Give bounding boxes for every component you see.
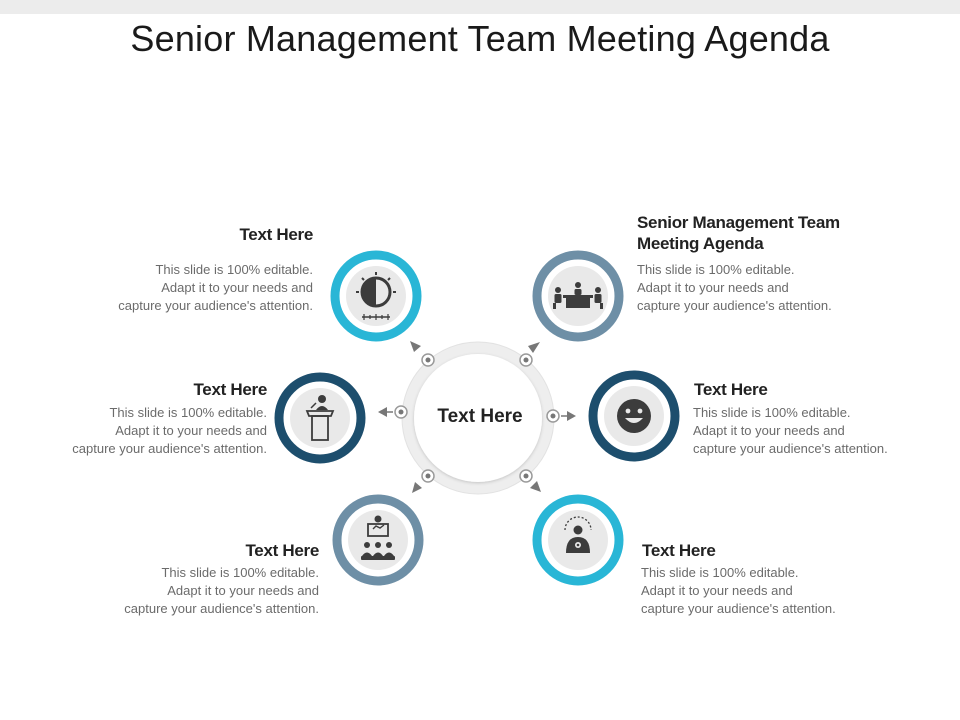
- connector-mid-left: [378, 405, 408, 419]
- heading-bottom-left: Text Here: [245, 541, 319, 560]
- connector-bottom-right: [519, 469, 541, 492]
- person-thinking-icon: [564, 516, 592, 553]
- center-label: Text Here: [437, 406, 523, 427]
- meeting-table-icon: [553, 282, 603, 309]
- audience-presentation-icon: [361, 515, 395, 560]
- slide-title: Senior Management Team Meeting Agenda: [130, 18, 830, 59]
- connector-mid-right: [546, 409, 576, 423]
- description-top-right: This slide is 100% editable. Adapt it to…: [637, 262, 832, 313]
- node-ring-bottom-left: [332, 494, 424, 586]
- smiley-face-icon: [617, 399, 651, 433]
- connector-top-left: [410, 341, 435, 367]
- podium-speaker-icon: [305, 395, 335, 441]
- node-ring-mid-left: [274, 372, 366, 464]
- connector-bottom-left: [412, 469, 435, 493]
- central-hub: [401, 341, 555, 495]
- heading-bottom-right: Text Here: [642, 541, 716, 560]
- heading-mid-right: Text Here: [694, 380, 768, 399]
- description-bottom-right: This slide is 100% editable. Adapt it to…: [641, 565, 836, 616]
- balance-gauge-icon: [356, 272, 396, 320]
- connector-top-right: [519, 342, 540, 367]
- heading-mid-left: Text Here: [193, 380, 267, 399]
- description-mid-left: This slide is 100% editable. Adapt it to…: [72, 405, 267, 456]
- description-top-left: This slide is 100% editable. Adapt it to…: [118, 262, 313, 313]
- top-bar: [0, 0, 960, 14]
- description-mid-right: This slide is 100% editable. Adapt it to…: [693, 405, 888, 456]
- heading-top-right: Senior Management Team Meeting Agenda: [637, 213, 840, 253]
- description-bottom-left: This slide is 100% editable. Adapt it to…: [124, 565, 319, 616]
- heading-top-left: Text Here: [239, 225, 313, 244]
